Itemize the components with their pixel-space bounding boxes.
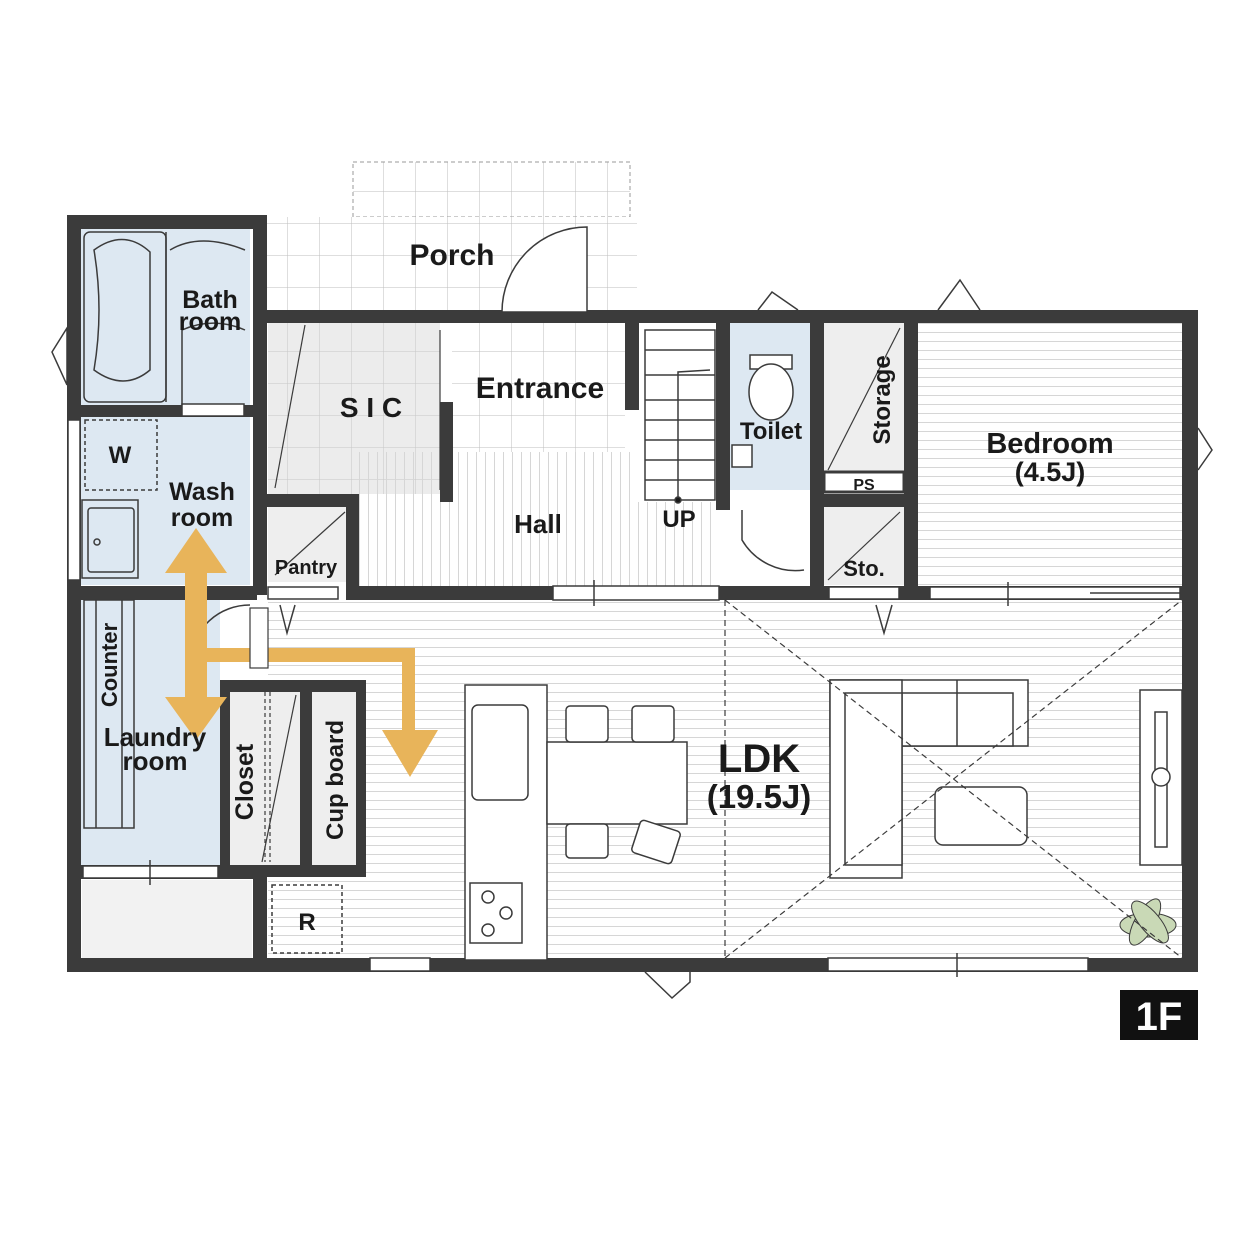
label-storage: Storage	[869, 355, 896, 444]
label-wash-1: Wash	[169, 478, 235, 506]
counter	[83, 599, 135, 829]
washbasin	[81, 499, 139, 579]
label-laundry-2: room	[123, 746, 188, 776]
label-cupboard: Cup board	[322, 720, 349, 840]
label-wash-2: room	[171, 504, 234, 532]
floor-badge	[1120, 990, 1198, 1040]
label-pantry: Pantry	[275, 557, 338, 579]
fridge-box	[271, 884, 343, 954]
dining-set	[546, 705, 688, 865]
porch-steps	[352, 161, 631, 218]
toilet-fixture	[731, 354, 794, 468]
flow-arrows	[165, 528, 438, 777]
cupboard-floor	[312, 690, 358, 865]
bath-floor	[80, 228, 250, 406]
label-counter: Counter	[97, 622, 122, 707]
label-up: UP	[662, 506, 695, 533]
ldk-void	[724, 599, 1183, 959]
label-bath-1: Bath	[182, 286, 238, 314]
window-marks	[149, 580, 1180, 977]
door-swings	[51, 226, 1213, 1000]
sofa	[829, 679, 1029, 879]
windows	[67, 403, 1181, 972]
label-laundry-1: Laundry	[104, 722, 207, 752]
outdoor-area	[82, 880, 252, 965]
floor-badge-text: 1F	[1136, 995, 1183, 1039]
tv-board	[1139, 689, 1183, 866]
label-ps: PS	[853, 477, 875, 494]
plant	[1119, 898, 1177, 946]
stairs	[644, 329, 716, 504]
entrance-floor	[452, 322, 625, 452]
label-bedroom-size: (4.5J)	[1015, 457, 1086, 487]
label-sto: Sto.	[843, 556, 885, 581]
label-closet: Closet	[231, 743, 259, 820]
label-ldk-size: (19.5J)	[707, 778, 812, 815]
label-sic: S I C	[340, 392, 402, 423]
label-entrance: Entrance	[476, 372, 604, 405]
label-porch: Porch	[409, 239, 494, 272]
label-hall: Hall	[514, 509, 562, 539]
kitchen-counter	[464, 684, 548, 961]
closet-floor	[228, 690, 300, 865]
label-r: R	[298, 909, 315, 936]
bedroom-floor	[912, 322, 1184, 592]
label-ldk: LDK	[718, 737, 800, 781]
washer-box	[84, 419, 158, 491]
label-toilet: Toilet	[740, 418, 802, 445]
ldk-floor	[268, 598, 1184, 960]
flow-door-gap	[249, 607, 269, 669]
bathtub	[83, 231, 246, 403]
label-bath-2: room	[179, 308, 242, 336]
label-bedroom: Bedroom	[986, 428, 1113, 460]
label-w: W	[109, 442, 132, 469]
storage-diagonals	[261, 324, 901, 863]
